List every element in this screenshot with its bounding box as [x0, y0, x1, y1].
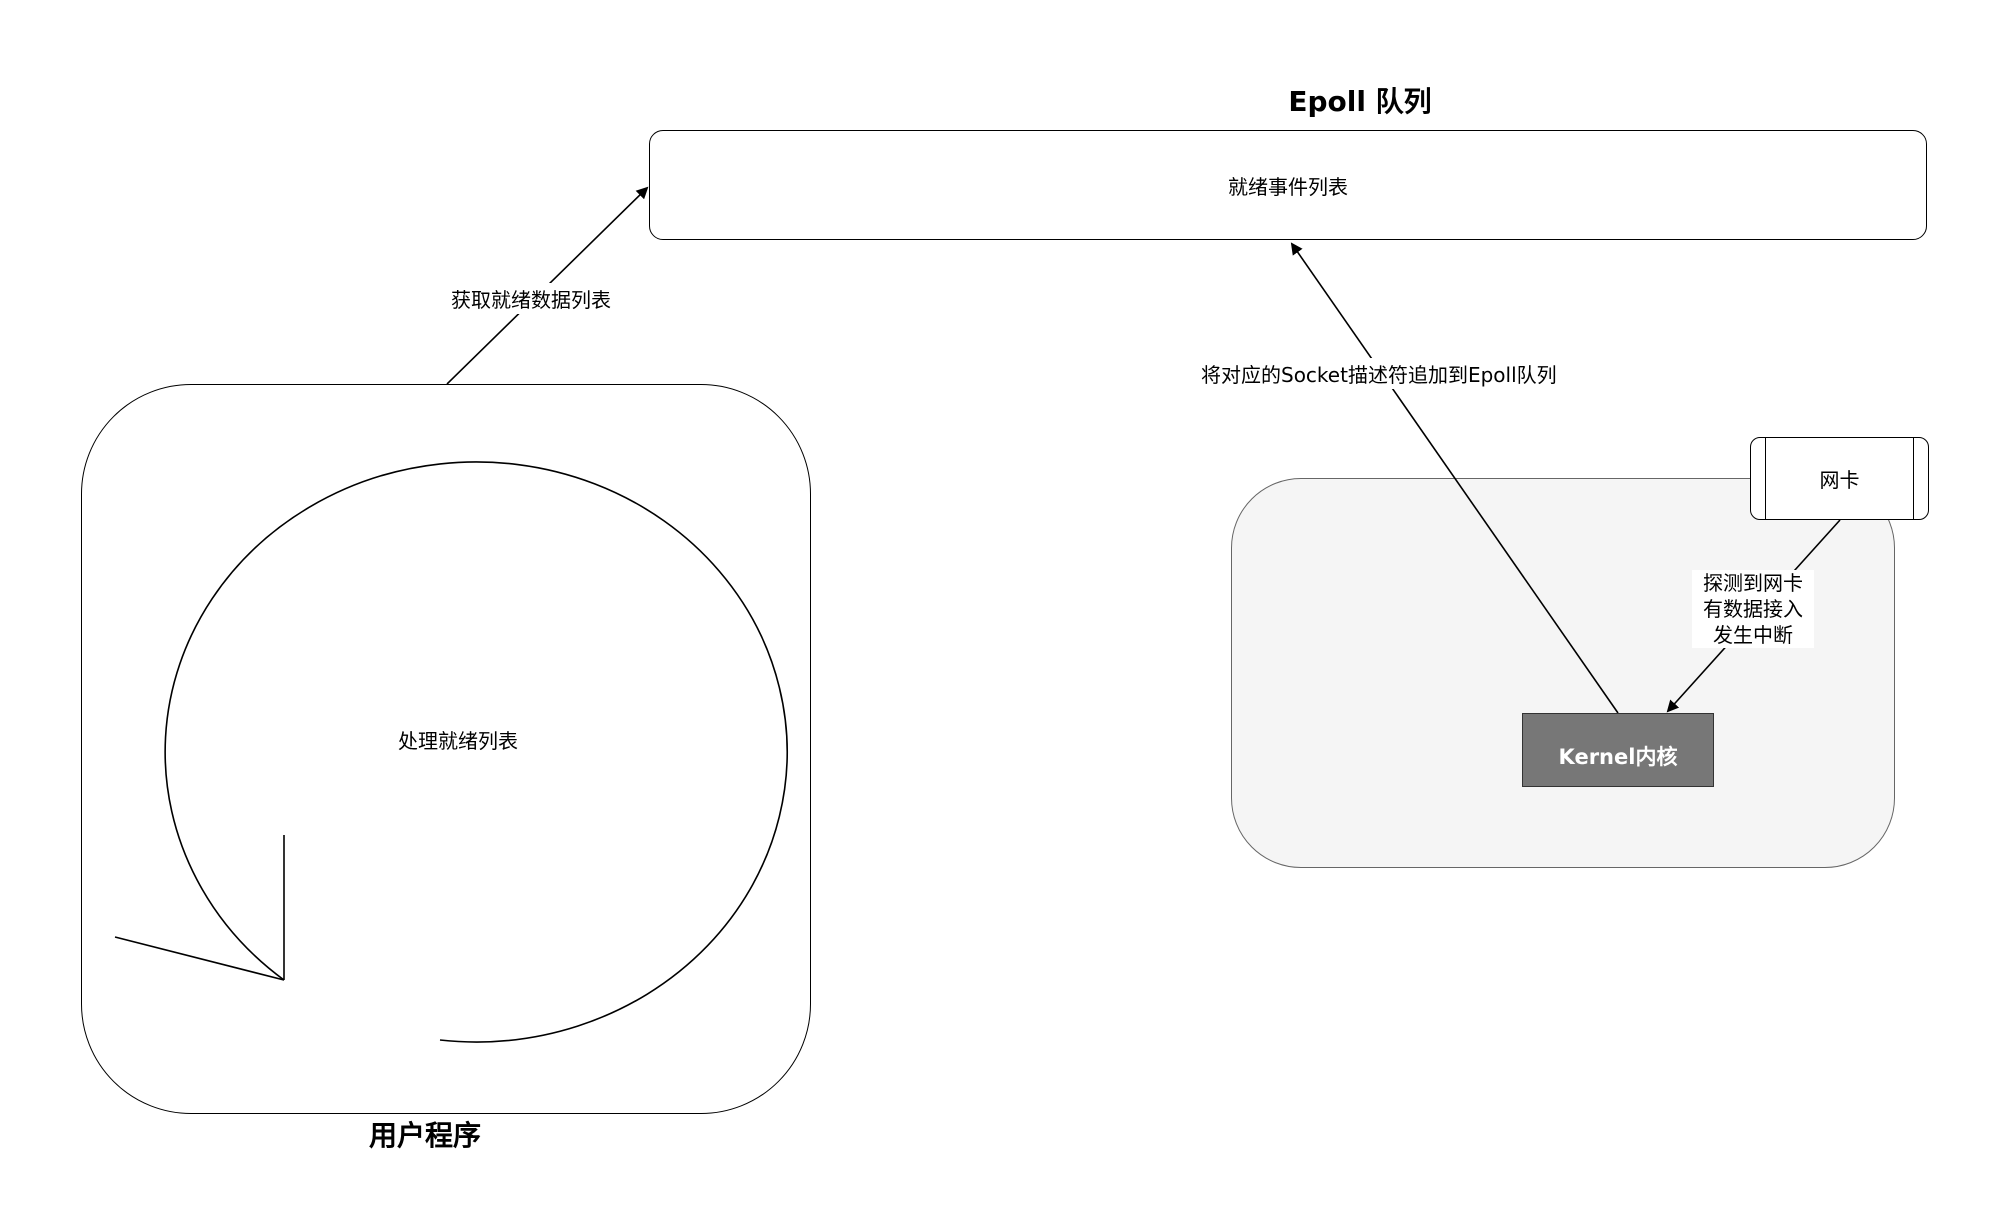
- interrupt-label: 探测到网卡 有数据接入 发生中断: [1692, 570, 1814, 648]
- interrupt-label-line-3: 发生中断: [1713, 623, 1793, 647]
- user-program-title: 用户程序: [368, 1119, 481, 1152]
- get-ready-list-label: 获取就绪数据列表: [449, 283, 613, 314]
- interrupt-label-line-1: 探测到网卡: [1703, 571, 1803, 595]
- loop-arrow-tail-diagonal: [114, 936, 285, 981]
- process-ready-list-label: 处理就绪列表: [398, 729, 518, 753]
- nic-left-bar: [1765, 438, 1766, 519]
- processing-loop-arc: [164, 461, 788, 1043]
- user-program-container[interactable]: [81, 384, 811, 1114]
- ready-event-list-label: 就绪事件列表: [1228, 174, 1348, 199]
- interrupt-label-line-2: 有数据接入: [1703, 597, 1803, 621]
- epoll-queue-title: Epoll 队列: [1288, 85, 1432, 118]
- append-socket-label: 将对应的Socket描述符追加到Epoll队列: [1199, 358, 1559, 389]
- kernel-label: Kernel内核: [1558, 745, 1678, 769]
- append-socket-arrow: [1290, 242, 1619, 714]
- network-card-label: 网卡: [1819, 468, 1860, 492]
- nic-right-bar: [1913, 438, 1914, 519]
- kernel-area-container[interactable]: [1231, 478, 1895, 868]
- epoll-ready-list-box[interactable]: 就绪事件列表: [649, 130, 1927, 240]
- network-card-node[interactable]: 网卡: [1750, 437, 1929, 520]
- kernel-node[interactable]: Kernel内核: [1522, 713, 1714, 787]
